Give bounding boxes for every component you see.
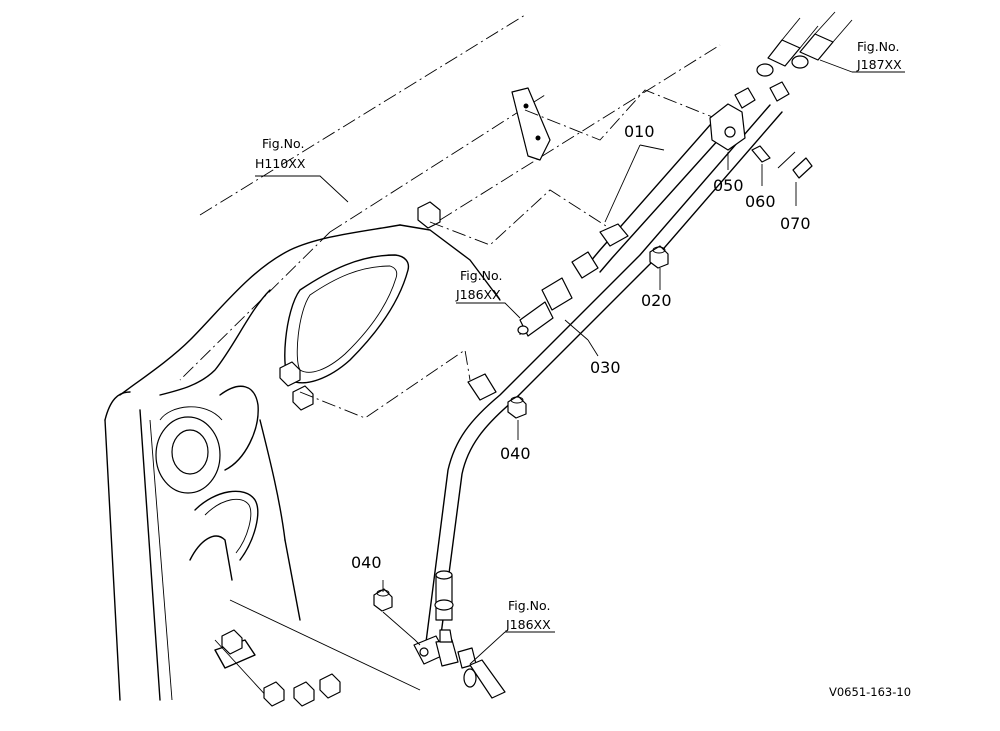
part-label-020: 020 <box>641 291 672 310</box>
part-label-010: 010 <box>624 122 655 141</box>
part-label-060: 060 <box>745 192 776 211</box>
part-labels: 010 020 030 040 040 050 060 070 <box>351 122 811 572</box>
part-label-050: 050 <box>713 176 744 195</box>
part-label-040-lower: 040 <box>351 553 382 572</box>
drawing-code: V0651-163-10 <box>829 685 911 699</box>
callout-leaders <box>255 59 905 665</box>
fig-ref-h110-line1: Fig.No. <box>262 136 304 151</box>
part-label-070: 070 <box>780 214 811 233</box>
hydraulic-pipes <box>413 11 853 699</box>
fig-ref-j187-line1: Fig.No. <box>857 39 899 54</box>
mounting-plate <box>511 87 551 161</box>
boom-structure <box>104 14 721 701</box>
figure-references: Fig.No. H110XX Fig.No. J187XX Fig.No. J1… <box>255 39 902 632</box>
hardware <box>373 245 669 612</box>
fig-ref-j186-lower-line2: J186XX <box>505 617 551 632</box>
boom-clip-blocks <box>221 201 441 707</box>
part-label-040-upper: 040 <box>500 444 531 463</box>
fig-ref-j187-line2: J187XX <box>856 57 902 72</box>
part-label-030: 030 <box>590 358 621 377</box>
fig-ref-j186-upper-line2: J186XX <box>455 287 501 302</box>
fig-ref-h110-line2: H110XX <box>255 156 306 171</box>
fig-ref-j186-upper-line1: Fig.No. <box>460 268 502 283</box>
fig-ref-j186-lower-line1: Fig.No. <box>508 598 550 613</box>
